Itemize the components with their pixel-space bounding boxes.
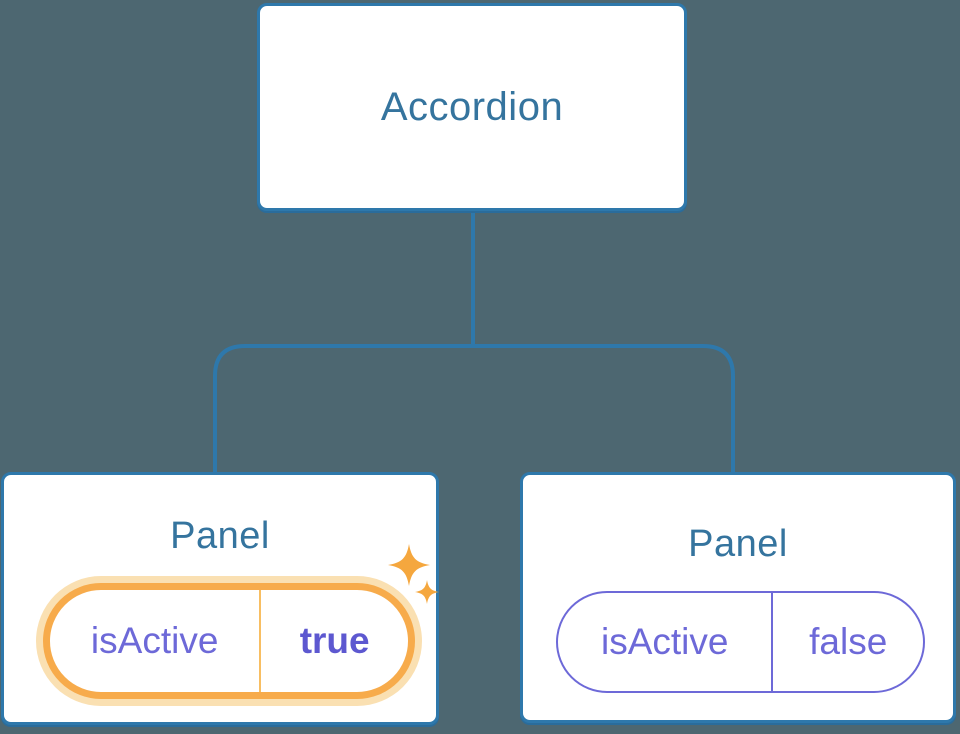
state-value: true (261, 590, 408, 692)
state-pill-inactive: isActive false (556, 591, 925, 693)
state-pill-active: isActive true (43, 583, 415, 699)
node-panel-inactive: Panel isActive false (520, 472, 956, 723)
state-value-label: true (299, 620, 370, 661)
node-accordion: Accordion (257, 3, 687, 211)
node-accordion-label: Accordion (380, 84, 564, 129)
node-panel-active: Panel isActive true (1, 472, 439, 725)
node-panel-active-label: Panel (170, 515, 270, 557)
node-panel-inactive-label: Panel (688, 523, 788, 565)
state-key: isActive (558, 593, 774, 691)
state-key-label: isActive (600, 621, 729, 662)
state-value-label: false (809, 621, 888, 662)
sparkle-icon (388, 544, 439, 604)
state-key: isActive (50, 590, 262, 692)
state-key-label: isActive (90, 620, 219, 661)
sparkle-large (388, 544, 430, 586)
sparkle-small (415, 580, 439, 604)
state-value: false (773, 593, 923, 691)
connector-branch (213, 344, 735, 476)
